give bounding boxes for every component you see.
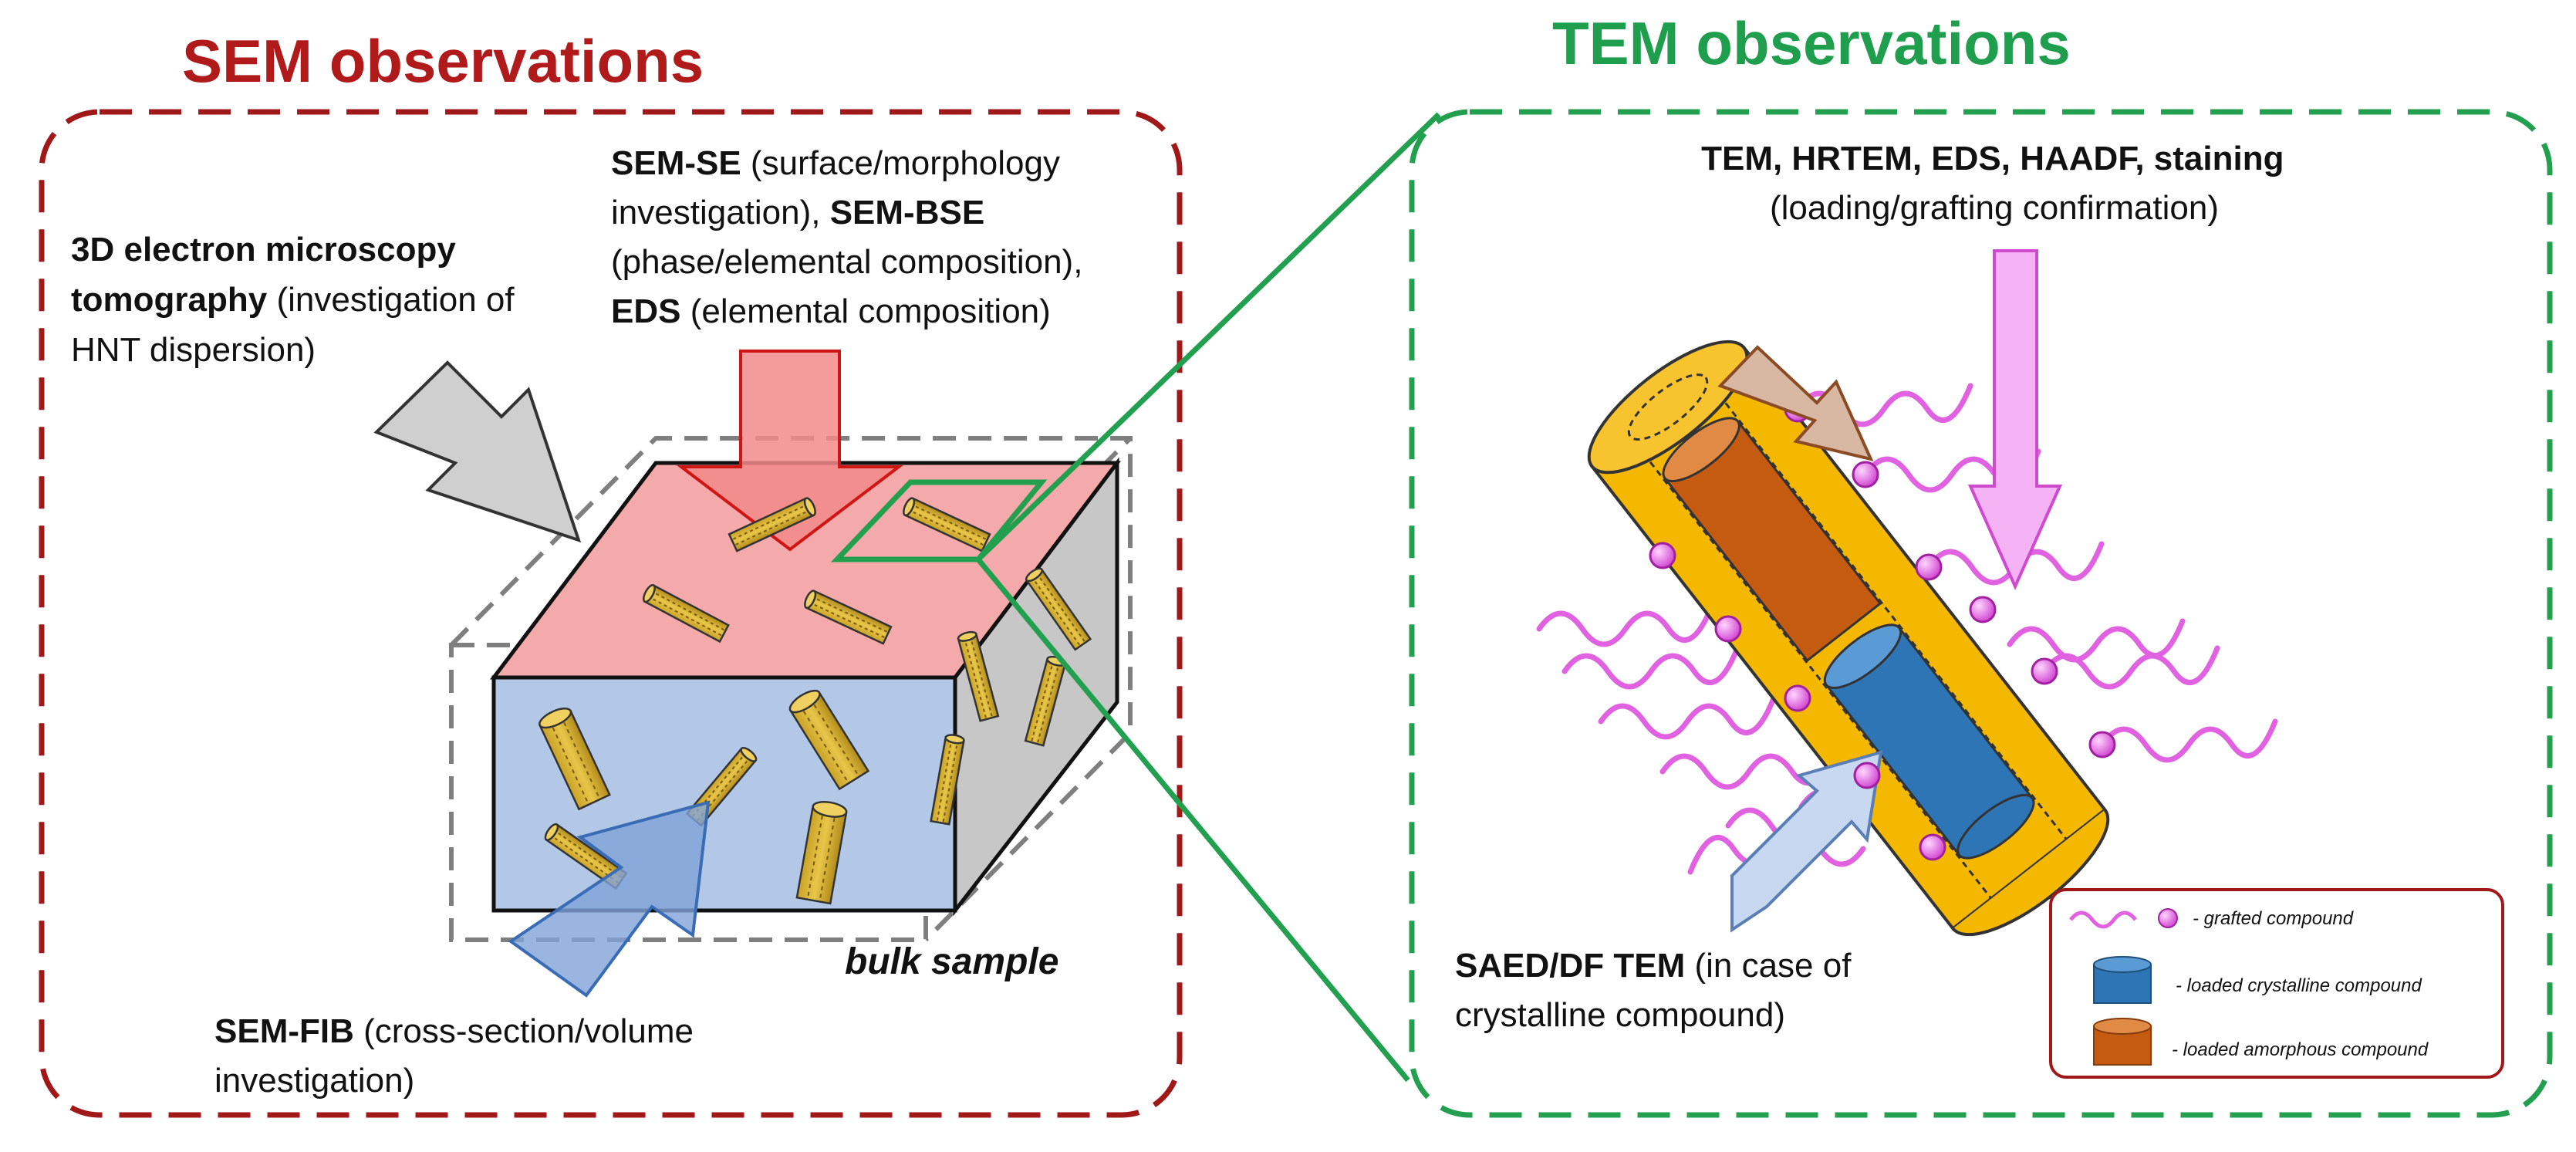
sem-se-arrow xyxy=(677,350,903,552)
bulk-sample-label: bulk sample xyxy=(845,941,1058,982)
tomography-arrow xyxy=(373,360,582,543)
svg-text:- loaded crystalline compound: - loaded crystalline compound xyxy=(2176,975,2422,996)
halloysite-nanotube xyxy=(1587,340,2110,937)
sem-panel: SEM observations 3D electron microscopy … xyxy=(39,27,1183,1118)
zoom-callout xyxy=(830,112,1441,1083)
legend-grafted: - grafted compound xyxy=(2069,908,2354,929)
svg-text:- loaded amorphous compound: - loaded amorphous compound xyxy=(2172,1039,2429,1060)
tem-title: TEM observations xyxy=(1552,9,2071,77)
sem-fib-label: SEM-FIB (cross-section/volume investigat… xyxy=(214,1012,697,1100)
amorphous-compound-core xyxy=(1662,417,1882,663)
tomography-label: 3D electron microscopy tomography (inves… xyxy=(71,231,518,369)
grafted-anchor-points xyxy=(1649,395,2116,861)
tem-methods-label: TEM, HRTEM, EDS, HAADF, staining (loadin… xyxy=(1701,140,2287,227)
tem-arrow-brown xyxy=(1717,345,1874,461)
legend-crystalline: - loaded crystalline compound xyxy=(2093,956,2422,1004)
tem-arrow-pink xyxy=(1967,249,2063,590)
crystalline-compound-core xyxy=(1823,623,2035,860)
sem-frame xyxy=(39,109,1183,1118)
saed-arrow xyxy=(1730,750,1883,933)
saed-label: SAED/DF TEM (in case of crystalline comp… xyxy=(1455,947,1855,1034)
sem-se-label: SEM-SE (surface/morphology investigation… xyxy=(611,144,1086,330)
legend: - grafted compound - loaded crystalline … xyxy=(2049,888,2504,1079)
legend-amorphous: - loaded amorphous compound xyxy=(2093,1018,2429,1066)
tem-frame xyxy=(1409,109,2553,1118)
tem-panel: TEM observations TEM, HRTEM, EDS, HAADF,… xyxy=(1409,9,2553,1118)
svg-text:- grafted compound: - grafted compound xyxy=(2193,908,2354,929)
sem-title: SEM observations xyxy=(182,27,704,95)
sem-fib-arrow xyxy=(508,800,711,998)
